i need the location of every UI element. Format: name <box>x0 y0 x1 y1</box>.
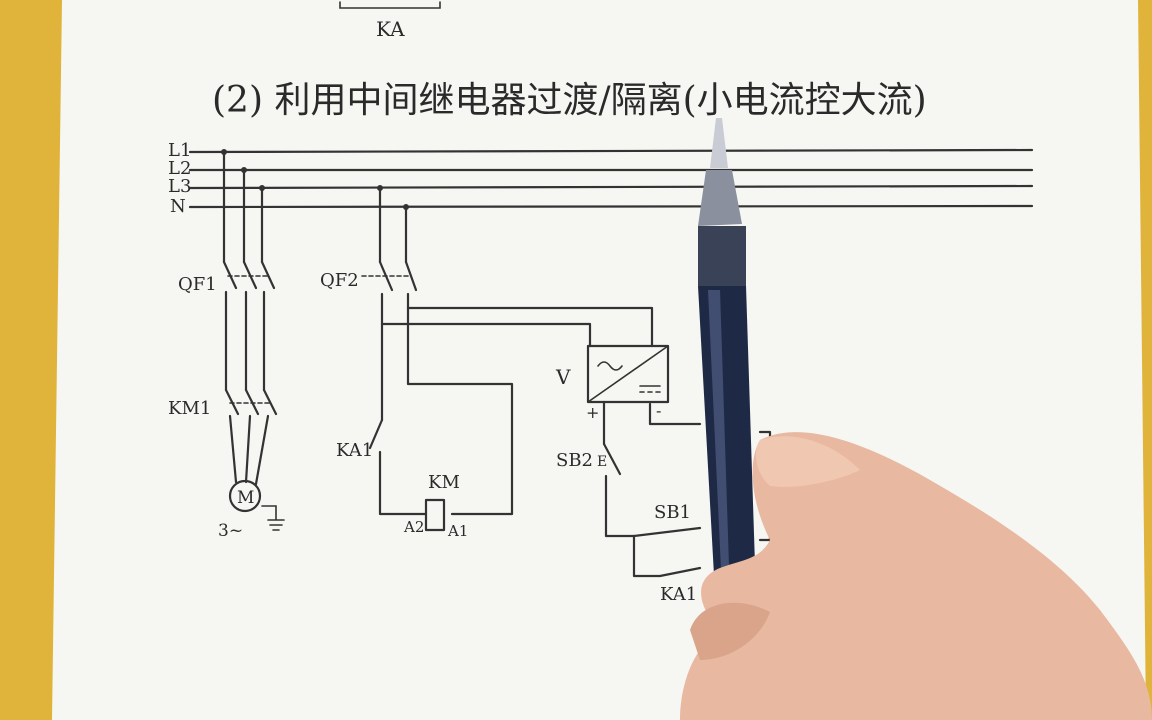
supply-minus-label: - <box>656 401 661 420</box>
bus-label-n: N <box>170 196 186 217</box>
hand <box>680 432 1152 720</box>
control-circuit: QF2 KA1 KM A2 A1 V + - SB2 E S <box>320 185 772 605</box>
qf1-label: QF1 <box>178 274 217 295</box>
sb2-label: SB2 <box>556 450 593 471</box>
ka-top-label: KA <box>376 17 405 41</box>
km1-label: KM1 <box>168 398 211 419</box>
sb1-label: SB1 <box>654 502 691 523</box>
ka1-hold-label: KA1 <box>660 584 697 605</box>
power-circuit: QF1 KM1 M 3~ <box>168 149 285 541</box>
km-coil-label: KM <box>428 472 460 493</box>
bus-label-l2: L2 <box>168 158 191 179</box>
motor-phase-label: 3~ <box>218 521 243 541</box>
bus-label-l3: L3 <box>168 176 191 197</box>
motor-label: M <box>237 488 254 508</box>
supply-label: V <box>555 365 571 389</box>
qf2-label: QF2 <box>320 270 359 291</box>
coil-a2-label: A2 <box>403 518 424 536</box>
ka1-contact-label: KA1 <box>336 440 373 461</box>
bus-bars: L1 L2 L3 N <box>168 140 1034 217</box>
supply-plus-label: + <box>586 403 599 422</box>
section-heading: (2) 利用中间继电器过渡/隔离(小电流控大流) <box>212 80 927 121</box>
coil-a1-label: A1 <box>447 522 468 540</box>
bus-label-l1: L1 <box>168 140 191 161</box>
sb2-e-label: E <box>597 454 607 470</box>
previous-diagram-fragment: KA <box>339 1 441 41</box>
